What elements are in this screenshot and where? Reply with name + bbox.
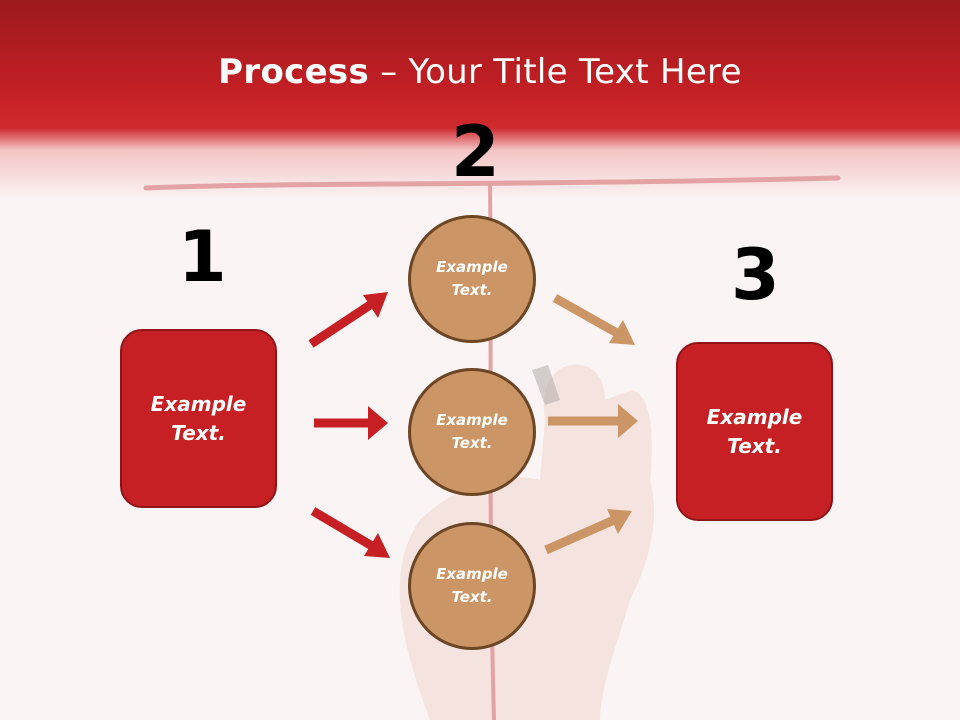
step-number-3: 3 — [731, 234, 780, 316]
step-1-text: Example Text. — [150, 391, 247, 445]
step-1-box: Example Text. — [120, 329, 277, 508]
step-number-2: 2 — [451, 111, 500, 193]
circle-bottom-text: Example Text. — [436, 565, 508, 606]
circle-bottom: Example Text. — [408, 522, 536, 650]
title-rest: – Your Title Text Here — [369, 52, 742, 92]
step-3-text: Example Text. — [706, 404, 803, 458]
title-bold: Process — [218, 52, 370, 92]
drawn-horizontal-line — [143, 175, 841, 191]
circle-top-text: Example Text. — [436, 258, 508, 299]
arrow-down-right-tan — [552, 294, 635, 345]
arrow-up-right — [308, 292, 388, 348]
arrow-right-tan — [548, 404, 638, 438]
step-number-1: 1 — [178, 216, 227, 298]
circle-middle-text: Example Text. — [436, 411, 508, 452]
marker-tip — [532, 365, 560, 405]
arrow-down-right — [310, 507, 390, 558]
circle-middle: Example Text. — [408, 368, 536, 496]
arrow-right — [314, 406, 388, 440]
title-banner — [0, 0, 960, 200]
slide-title: Process – Your Title Text Here — [0, 52, 960, 92]
arrow-up-right-tan — [544, 509, 632, 555]
step-3-box: Example Text. — [676, 342, 833, 521]
circle-top: Example Text. — [408, 215, 536, 343]
